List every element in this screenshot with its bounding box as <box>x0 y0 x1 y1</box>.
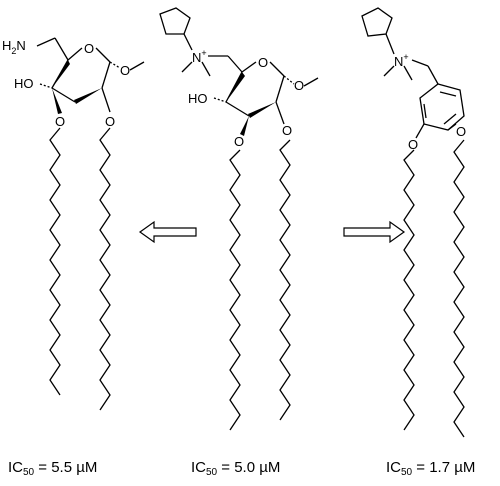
ether-oxygen-2: O <box>456 124 466 139</box>
compound-2-labels: N+ O O HO O O <box>188 48 304 149</box>
hydroxyl-label: HO <box>14 76 34 91</box>
right-arrow <box>343 220 406 244</box>
ammonium-n: N+ <box>394 52 409 69</box>
ether-oxygen-1: O <box>408 137 418 152</box>
compound-3-labels: N+ O O <box>394 52 466 152</box>
ether-oxygen-2: O <box>282 123 292 138</box>
ammonium-n: N+ <box>192 48 207 65</box>
compound-3 <box>361 7 465 438</box>
compound-1-labels: H2N O O HO O O <box>2 38 130 129</box>
ring-oxygen: O <box>84 41 94 56</box>
ether-oxygen-1: O <box>55 114 65 129</box>
ether-oxygen-1: O <box>234 134 244 149</box>
hydroxyl-label: HO <box>188 91 208 106</box>
ic50-label-1: IC50 = 5.5 µM <box>8 459 98 478</box>
ic50-label-2: IC50 = 5.0 µM <box>191 459 281 478</box>
ring-oxygen: O <box>258 55 268 70</box>
methoxy-oxygen: O <box>294 78 304 93</box>
methoxy-oxygen: O <box>120 63 130 78</box>
compound-2 <box>159 7 319 431</box>
amine-label: H2N <box>2 38 26 56</box>
ether-oxygen-2: O <box>105 114 115 129</box>
compound-1 <box>36 37 145 411</box>
ic50-label-3: IC50 = 1.7 µM <box>386 459 476 478</box>
left-arrow <box>138 220 197 244</box>
